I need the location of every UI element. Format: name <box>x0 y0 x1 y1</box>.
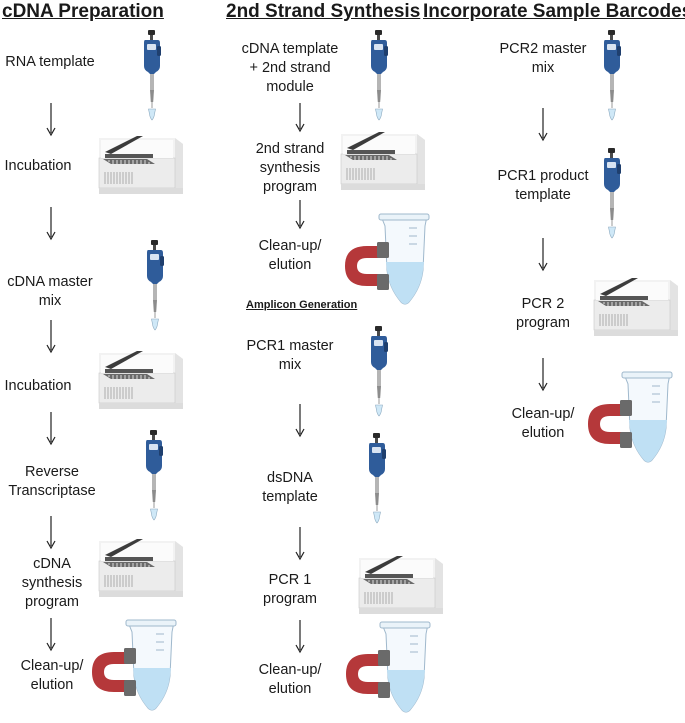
arrow-down-icon <box>538 358 548 392</box>
thermocycler-icon <box>85 535 185 607</box>
arrow-down-icon <box>538 238 548 272</box>
arrow-down-icon <box>295 200 305 230</box>
thermocycler-icon <box>85 347 185 419</box>
thermocycler-icon <box>345 552 445 624</box>
pipette-icon <box>367 326 391 418</box>
thermocycler-icon <box>580 274 680 346</box>
thermocycler-icon <box>85 132 185 204</box>
step-pcr2-master-mix: PCR2 master mix <box>499 41 587 76</box>
step-pcr1-master-mix: PCR1 master mix <box>246 338 334 373</box>
pipette-icon <box>600 148 624 240</box>
step-rna-template: RNA template <box>5 54 95 70</box>
pipette-icon <box>600 30 624 122</box>
step-clean-up-elution-4: Clean-up/ elution <box>511 406 575 441</box>
column-title-incorporate-sample-barcodes: Incorporate Sample Barcodes <box>423 1 685 22</box>
arrow-down-icon <box>295 103 305 133</box>
thermocycler-icon <box>327 128 427 200</box>
subsection-title-amplicon-generation: Amplicon Generation <box>246 299 358 311</box>
step-clean-up-elution-2: Clean-up/ elution <box>258 238 322 273</box>
step-incubation-1: Incubation <box>4 158 72 174</box>
step-dsdna-template: dsDNA template <box>262 470 318 505</box>
column-title-2nd-strand-synthesis: 2nd Strand Synthesis <box>226 1 421 22</box>
step-pcr1-program: PCR 1 program <box>263 572 317 607</box>
magnet-tube-icon <box>580 370 676 466</box>
arrow-down-icon <box>295 620 305 654</box>
arrow-down-icon <box>46 618 56 652</box>
step-pcr2-program: PCR 2 program <box>516 296 570 331</box>
arrow-down-icon <box>46 103 56 137</box>
step-pcr1-product-template: PCR1 product template <box>497 168 589 203</box>
step-cdna-template-2nd-strand-module: cDNA template + 2nd strand module <box>241 41 339 95</box>
magnet-tube-icon <box>84 618 180 714</box>
step-incubation-2: Incubation <box>4 378 72 394</box>
arrow-down-icon <box>295 404 305 438</box>
step-2nd-strand-synthesis-program: 2nd strand synthesis program <box>255 141 325 195</box>
step-clean-up-elution-1: Clean-up/ elution <box>20 658 84 693</box>
magnet-tube-icon <box>338 620 434 716</box>
arrow-down-icon <box>46 207 56 241</box>
arrow-down-icon <box>46 412 56 446</box>
pipette-icon <box>365 433 389 525</box>
pipette-icon <box>142 430 166 522</box>
magnet-tube-icon <box>337 212 433 308</box>
arrow-down-icon <box>538 108 548 142</box>
step-cdna-synthesis-program: cDNA synthesis program <box>21 556 83 610</box>
step-clean-up-elution-3: Clean-up/ elution <box>258 662 322 697</box>
step-cdna-master-mix: cDNA master mix <box>7 274 93 309</box>
pipette-icon <box>140 30 164 122</box>
pipette-icon <box>143 240 167 332</box>
pipette-icon <box>367 30 391 122</box>
arrow-down-icon <box>46 320 56 354</box>
step-reverse-transcriptase: Reverse Transcriptase <box>8 464 96 499</box>
column-title-cdna-preparation: cDNA Preparation <box>2 1 164 22</box>
arrow-down-icon <box>295 527 305 561</box>
arrow-down-icon <box>46 516 56 550</box>
